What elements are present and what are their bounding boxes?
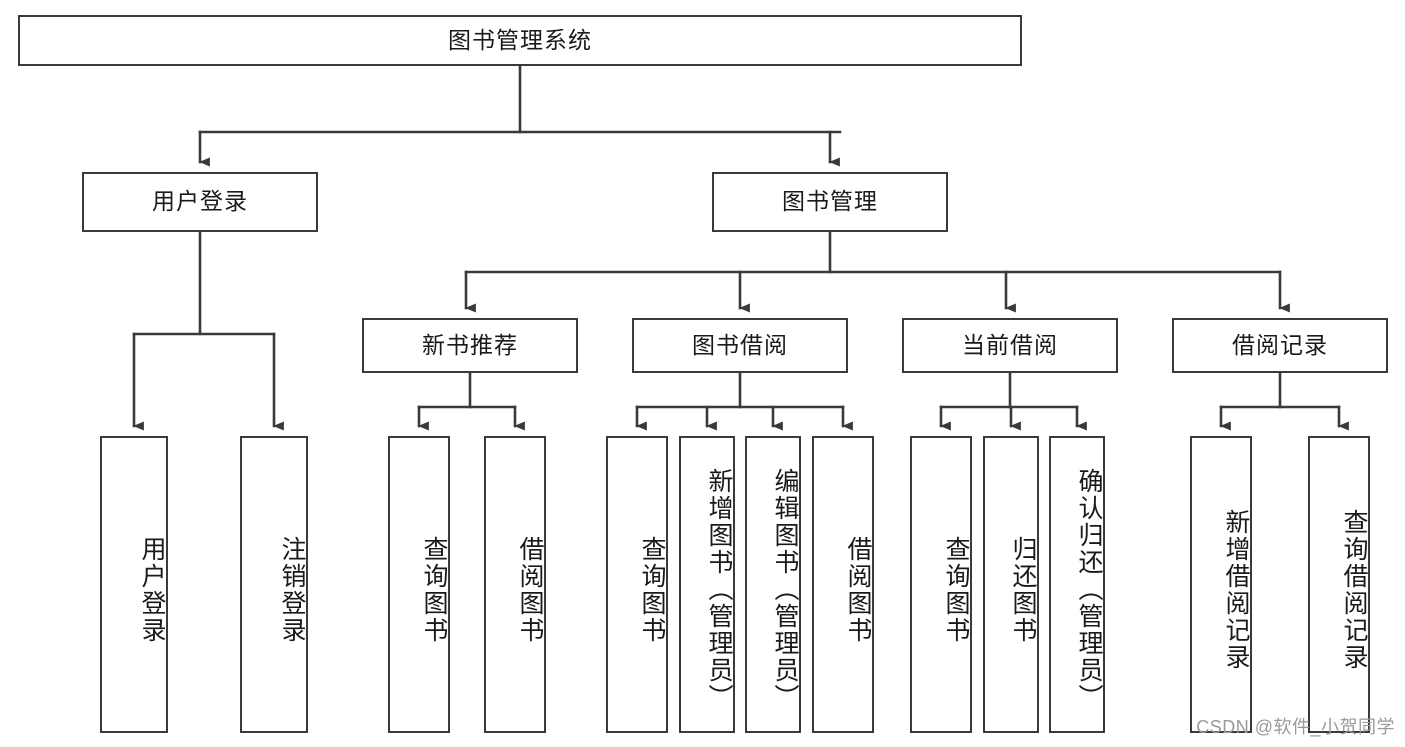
- node-leaf-borrow-book-1[interactable]: 借阅图书: [484, 436, 546, 733]
- node-user-login-label: 用户登录: [152, 188, 248, 215]
- node-leaf-add-book[interactable]: 新增图书（管理员）: [679, 436, 735, 733]
- node-borrow-record-label: 借阅记录: [1232, 331, 1328, 358]
- node-leaf-user-logout[interactable]: 注销登录: [240, 436, 308, 733]
- node-leaf-user-login[interactable]: 用户登录: [100, 436, 168, 733]
- node-leaf-confirm-return[interactable]: 确认归还（管理员）: [1049, 436, 1105, 733]
- node-leaf-edit-book[interactable]: 编辑图书（管理员）: [745, 436, 801, 733]
- node-leaf-edit-book-label: 编辑图书（管理员）: [771, 468, 799, 711]
- node-book-manage-label: 图书管理: [782, 188, 878, 215]
- node-leaf-borrow-book-2-label: 借阅图书: [844, 535, 872, 644]
- node-current-borrow[interactable]: 当前借阅: [902, 318, 1118, 373]
- node-leaf-query-record-label: 查询借阅记录: [1340, 508, 1368, 671]
- node-new-book-recommend-label: 新书推荐: [422, 331, 518, 358]
- node-borrow-record[interactable]: 借阅记录: [1172, 318, 1388, 373]
- node-book-borrow[interactable]: 图书借阅: [632, 318, 848, 373]
- node-leaf-user-login-label: 用户登录: [138, 535, 166, 644]
- node-leaf-add-book-label: 新增图书（管理员）: [705, 468, 733, 711]
- node-leaf-query-book-1[interactable]: 查询图书: [388, 436, 450, 733]
- node-book-borrow-label: 图书借阅: [692, 331, 788, 358]
- node-leaf-borrow-book-2[interactable]: 借阅图书: [812, 436, 874, 733]
- node-leaf-return-book-label: 归还图书: [1009, 535, 1037, 644]
- node-leaf-query-book-3-label: 查询图书: [942, 535, 970, 644]
- node-leaf-add-record-label: 新增借阅记录: [1222, 508, 1250, 671]
- node-leaf-add-record[interactable]: 新增借阅记录: [1190, 436, 1252, 733]
- node-leaf-query-book-2[interactable]: 查询图书: [606, 436, 668, 733]
- node-user-login[interactable]: 用户登录: [82, 172, 318, 232]
- node-leaf-query-book-1-label: 查询图书: [420, 535, 448, 644]
- node-leaf-return-book[interactable]: 归还图书: [983, 436, 1039, 733]
- node-leaf-borrow-book-1-label: 借阅图书: [516, 535, 544, 644]
- node-leaf-query-book-3[interactable]: 查询图书: [910, 436, 972, 733]
- watermark-text: CSDN @软件_小贺同学: [1196, 717, 1395, 737]
- node-new-book-recommend[interactable]: 新书推荐: [362, 318, 578, 373]
- node-leaf-query-record[interactable]: 查询借阅记录: [1308, 436, 1370, 733]
- node-leaf-user-logout-label: 注销登录: [278, 535, 306, 644]
- node-root-label: 图书管理系统: [448, 26, 592, 53]
- node-leaf-query-book-2-label: 查询图书: [638, 535, 666, 644]
- node-current-borrow-label: 当前借阅: [962, 331, 1058, 358]
- node-root[interactable]: 图书管理系统: [18, 15, 1022, 66]
- node-leaf-confirm-return-label: 确认归还（管理员）: [1075, 468, 1103, 711]
- node-book-manage[interactable]: 图书管理: [712, 172, 948, 232]
